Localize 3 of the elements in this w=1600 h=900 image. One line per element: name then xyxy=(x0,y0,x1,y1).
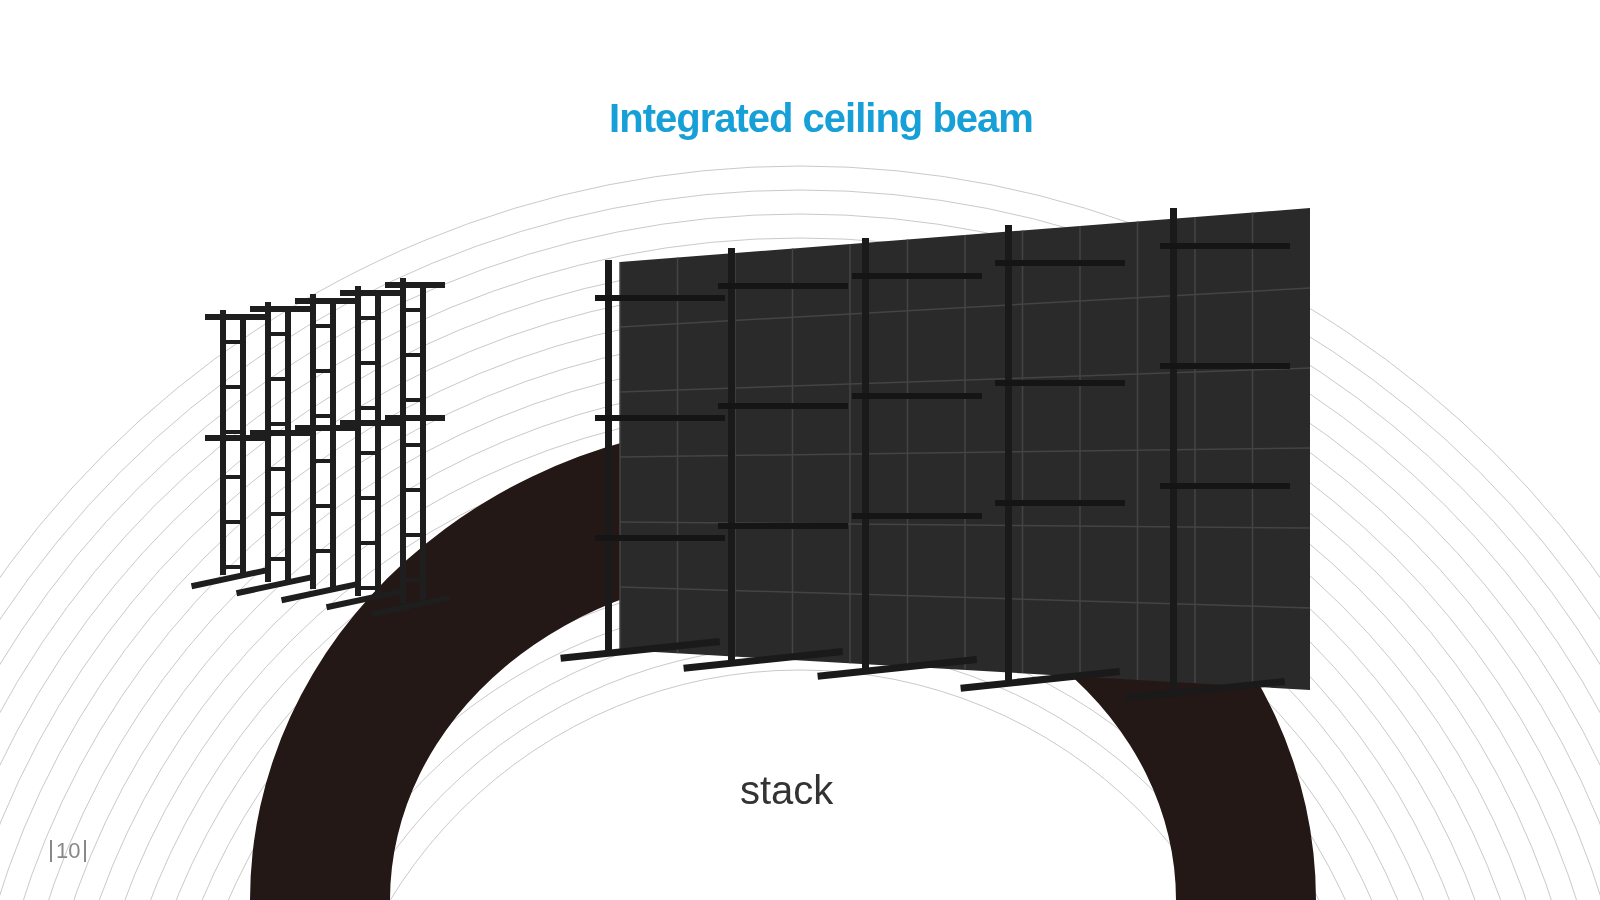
page-number: 10 xyxy=(50,840,87,862)
title: Integrated ceiling beam xyxy=(608,96,1034,141)
caption-label: stack xyxy=(740,768,834,813)
